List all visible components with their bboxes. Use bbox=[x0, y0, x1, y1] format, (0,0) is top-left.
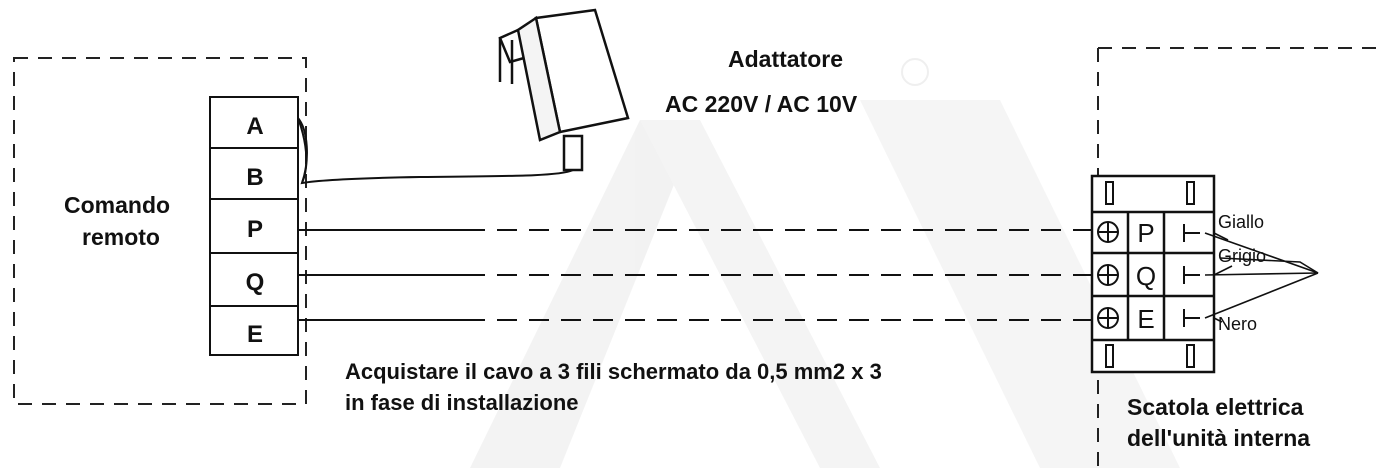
adapter-spec: AC 220V / AC 10V bbox=[665, 91, 858, 117]
screw-terminals bbox=[1097, 221, 1119, 329]
indoor-terminal-p: P bbox=[1137, 218, 1154, 248]
remote-terminal-p: P bbox=[247, 216, 263, 243]
wire-color-leaders bbox=[1204, 232, 1319, 323]
wire-color-giallo: Giallo bbox=[1218, 212, 1264, 232]
remote-terminal-e: E bbox=[247, 321, 263, 348]
remote-terminal-b: B bbox=[246, 164, 263, 191]
adapter-cable bbox=[297, 117, 574, 185]
cable-note-line1: Acquistare il cavo a 3 fili schermato da… bbox=[345, 359, 882, 384]
indoor-title-line2: dell'unità interna bbox=[1127, 425, 1310, 451]
wire-color-grigio: Grigio bbox=[1218, 246, 1266, 266]
remote-terminal-a: A bbox=[246, 113, 263, 140]
indoor-title-line1: Scatola elettrica bbox=[1127, 394, 1304, 420]
signal-wires bbox=[298, 229, 1095, 321]
remote-terminal-block: A B P Q E bbox=[209, 96, 299, 356]
connector-pins bbox=[1183, 224, 1200, 327]
remote-title-line2: remoto bbox=[82, 224, 160, 250]
indoor-terminal-e: E bbox=[1137, 304, 1154, 334]
wire-color-nero: Nero bbox=[1218, 314, 1257, 334]
adapter-title: Adattatore bbox=[728, 46, 843, 72]
watermark bbox=[470, 58, 1180, 468]
remote-title-line1: Comando bbox=[64, 192, 170, 218]
indoor-terminal-q: Q bbox=[1136, 261, 1156, 291]
cable-note-line2: in fase di installazione bbox=[345, 390, 579, 415]
remote-terminal-q: Q bbox=[246, 269, 265, 296]
indoor-enclosure bbox=[1097, 47, 1377, 468]
adapter-icon bbox=[498, 8, 630, 172]
indoor-terminal-box bbox=[1090, 174, 1216, 374]
